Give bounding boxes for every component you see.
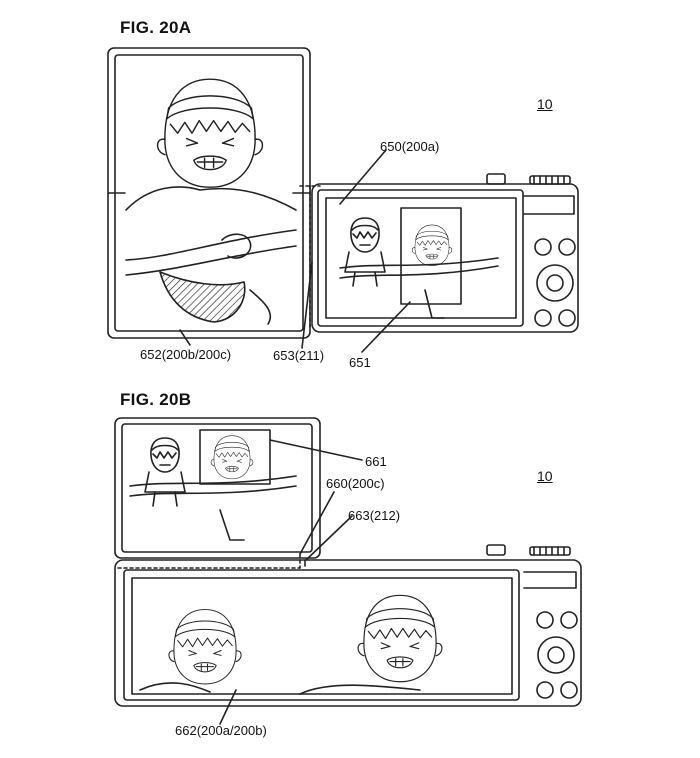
camera-button-icon: [534, 309, 552, 327]
figure-b-title: FIG. 20B: [120, 390, 192, 409]
label-650: 650(200a): [380, 139, 440, 154]
label-661: 661: [365, 454, 387, 469]
camera-button-icon: [558, 238, 576, 256]
camera-button-icon: [560, 611, 578, 629]
figure-a-reference-number: 10: [537, 96, 553, 112]
camera-body-b: [114, 544, 582, 707]
flip-panel-660: [114, 417, 321, 559]
child-face-illustration: [156, 78, 264, 188]
label-653: 653(211): [273, 348, 325, 363]
label-662: 662(200a/200b): [175, 723, 267, 738]
figure-b-reference-number: 10: [537, 468, 553, 484]
camera-dial-icon: [536, 264, 574, 302]
child-face-illustration: [357, 594, 443, 683]
camera-button-icon: [558, 309, 576, 327]
camera-button-icon: [534, 238, 552, 256]
flip-panel-652: [107, 47, 311, 339]
label-652: 652(200b/200c): [140, 347, 232, 362]
camera-button-icon: [560, 681, 578, 699]
label-660: 660(200c): [326, 476, 385, 491]
label-651: 651: [349, 355, 371, 370]
figure-a-title: FIG. 20A: [120, 18, 192, 37]
label-663: 663(212): [348, 508, 401, 523]
camera-dial-icon: [537, 636, 575, 674]
camera-button-icon: [536, 611, 554, 629]
camera-body-a: [311, 173, 579, 333]
child-face-illustration: [168, 609, 242, 685]
camera-button-icon: [536, 681, 554, 699]
